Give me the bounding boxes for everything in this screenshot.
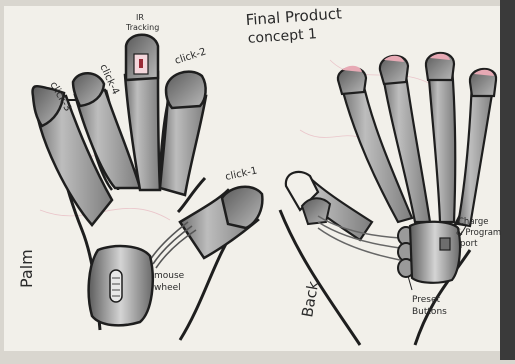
charge-label-2: & Program bbox=[456, 228, 501, 238]
charge-label-3: port bbox=[460, 239, 478, 249]
mouse-wheel-label-2: wheel bbox=[154, 283, 181, 293]
mouse-wheel-label-1: mouse bbox=[154, 271, 185, 281]
right-dark-edge bbox=[500, 0, 515, 360]
ir-sensor-core bbox=[139, 59, 143, 68]
preset-label-2: Buttons bbox=[412, 307, 447, 317]
preset-label-1: Preset bbox=[412, 295, 441, 305]
charge-port bbox=[440, 238, 450, 250]
charge-port-module bbox=[410, 222, 460, 283]
mouse-wheel bbox=[110, 270, 122, 302]
ir-label-line2: Tracking bbox=[125, 23, 159, 32]
index-cap bbox=[166, 72, 206, 108]
charge-label-1: Charge bbox=[458, 217, 489, 227]
palm-label: Palm bbox=[17, 249, 36, 288]
ir-label-line1: IR bbox=[136, 13, 144, 22]
